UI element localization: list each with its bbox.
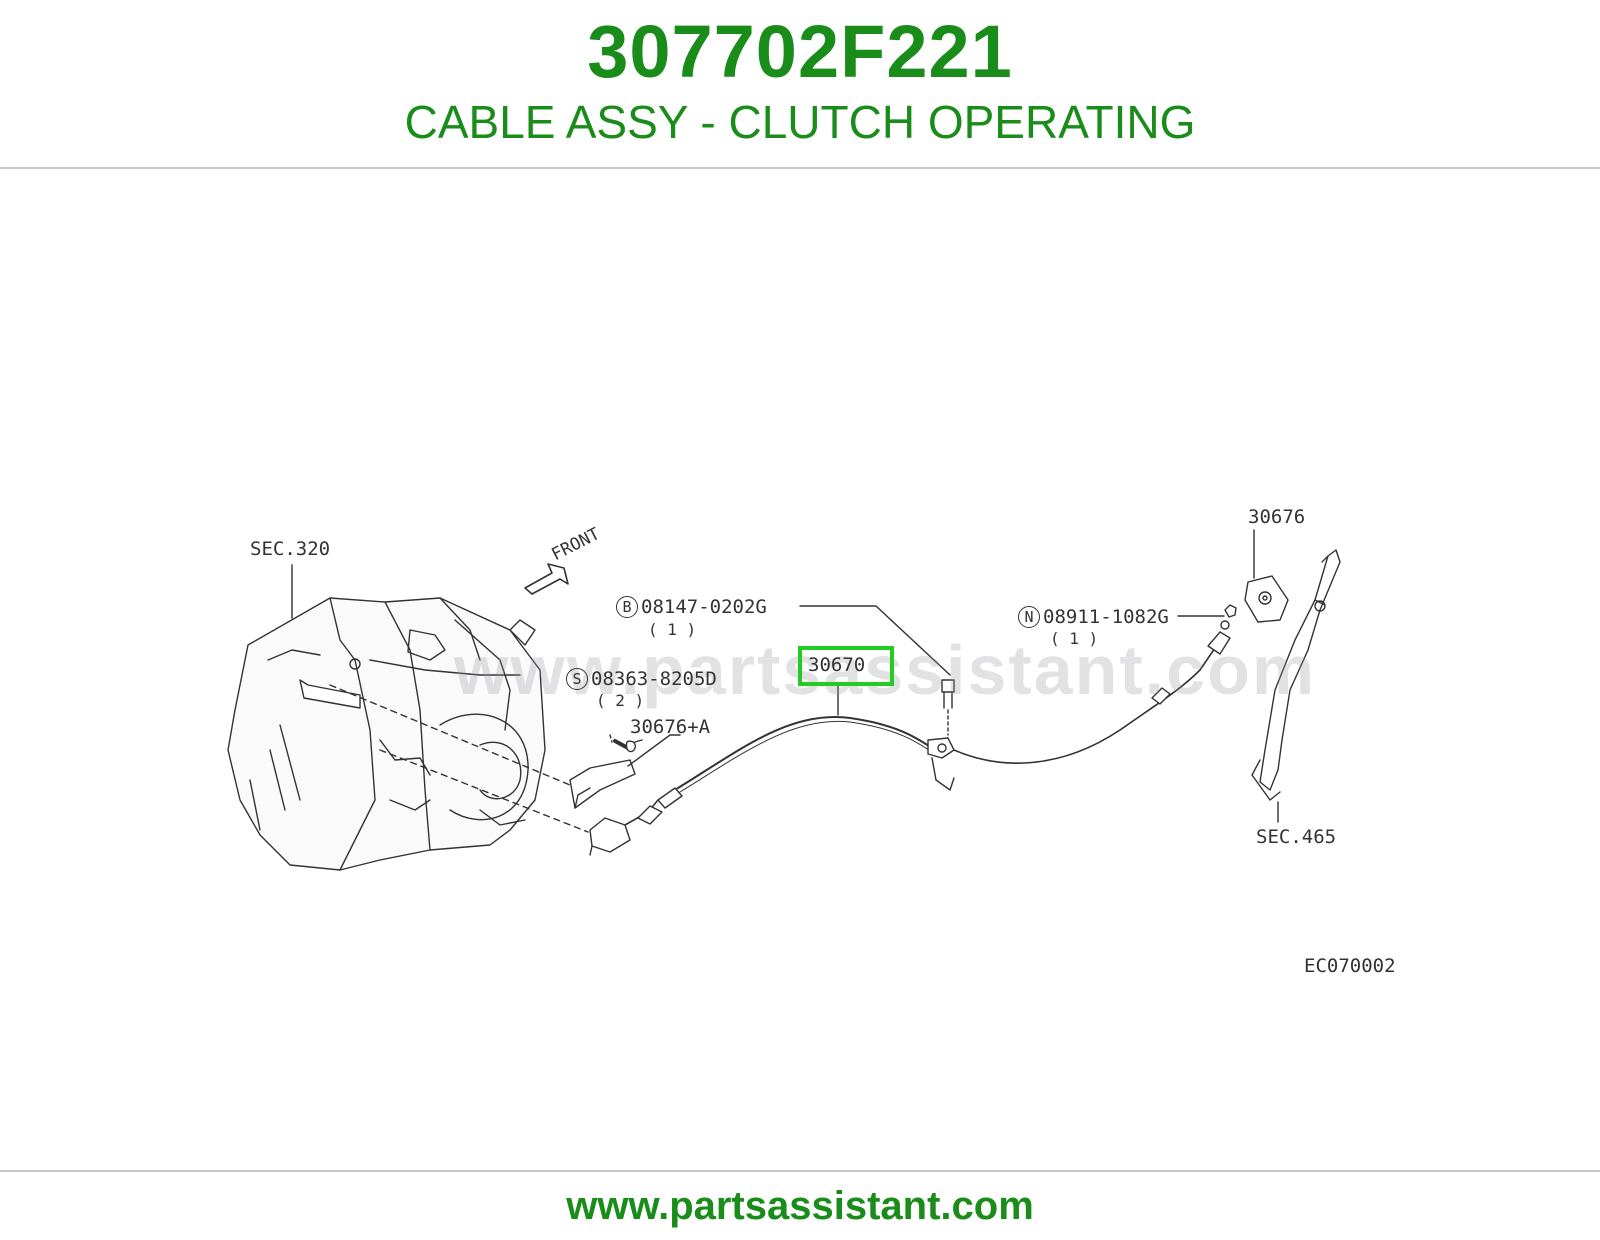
footer-divider [0,1170,1600,1172]
part-number-title: 307702F221 [587,10,1013,93]
transmission-drawing [227,597,546,871]
bolt-symbol: B [616,596,638,618]
bolt-quantity: ( 1 ) [648,620,697,639]
label-grommet: 30676 [1248,506,1306,528]
label-cable-assy: 30670 [808,654,866,676]
watermark: www.partsassistant.com [453,631,1317,709]
part-name-subtitle: CABLE ASSY - CLUTCH OPERATING [404,96,1196,148]
screw-part-number: 08363-8205D [591,668,717,690]
label-bracket-a: 30676+A [630,716,711,738]
cable-assy-highlight [798,646,894,686]
header-divider [0,167,1600,169]
label-sec-320: SEC.320 [250,538,331,560]
diagram-drawing [227,529,1341,871]
bolt-part-number: 08147-0202G [641,596,767,618]
screw-quantity: ( 2 ) [596,691,645,710]
nut-quantity: ( 1 ) [1050,629,1099,648]
nut-part-number: 08911-1082G [1043,606,1169,628]
page-header: 307702F221 CABLE ASSY - CLUTCH OPERATING [0,0,1600,168]
screw-symbol: S [566,668,588,690]
nut-symbol: N [1018,606,1040,628]
diagram-code: EC070002 [1304,955,1396,977]
footer-url[interactable]: www.partsassistant.com [566,1184,1034,1228]
label-sec-465: SEC.465 [1256,826,1337,848]
